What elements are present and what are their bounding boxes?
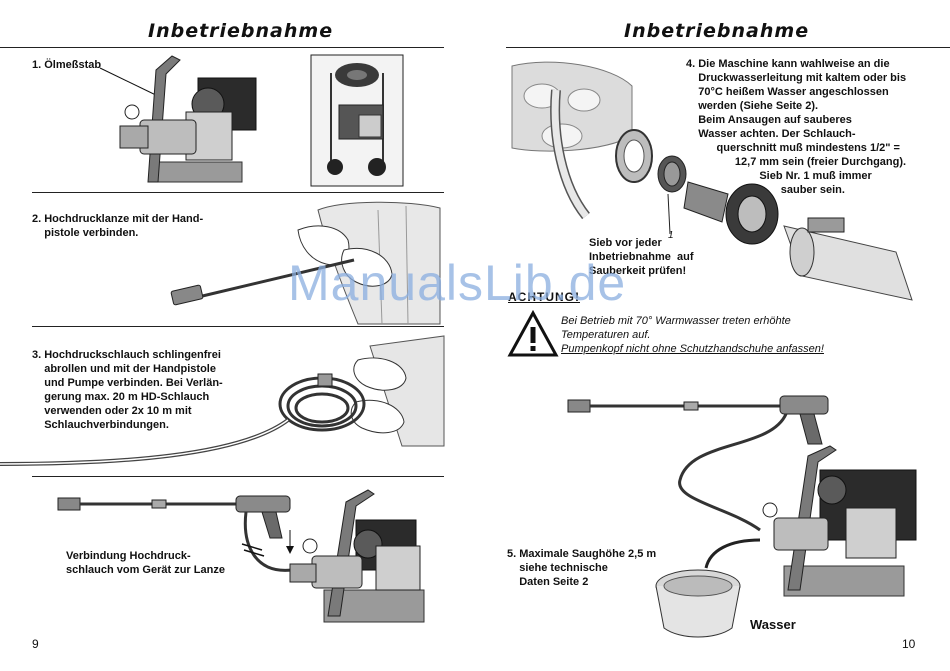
water-label: Wasser [750,617,796,632]
step1-pump-illustration [99,55,257,183]
warning-line-2: Temperaturen auf. [561,329,651,341]
connection-caption: Verbindung Hochdruck- schlauch vom Gerät… [66,550,225,576]
step1-label: 1. Ölmeßstab [32,59,102,71]
step3-rule [32,476,444,477]
sieve-number: 1 [668,230,674,241]
right-page-heading: Inbetriebnahme [624,20,810,42]
step5-text: 5. Maximale Saughöhe 2,5 m siehe technis… [507,548,657,588]
lance-pistol-illustration [170,201,441,325]
achtung-label: ACHTUNG! [508,290,580,304]
warning-line-1: Bei Betrieb mit 70° Warmwasser treten er… [561,315,791,327]
step2-rule [32,326,444,327]
right-page-number: 10 [902,637,916,651]
warning-triangle-icon [507,309,559,357]
step1-rule [32,192,444,193]
trolley-machine-photo [310,54,404,187]
step3-text: 3. Hochdruckschlauch schlingenfrei abrol… [32,349,223,431]
warning-line-3: Pumpenkopf nicht ohne Schutzhandschuhe a… [561,343,824,355]
suction-setup-illustration [567,395,917,638]
hose-connection-illustration [57,489,425,623]
left-heading-rule [0,47,444,48]
left-page-heading: Inbetriebnahme [148,20,334,42]
step2-text: 2. Hochdrucklanze mit der Hand- pistole … [32,213,204,239]
watermark-text: ManualsLib.de [288,255,627,311]
right-heading-rule [506,47,950,48]
water-connection-illustration [511,61,913,301]
left-page-number: 9 [32,637,39,651]
step4-text: 4. Die Maschine kann wahlweise an die Dr… [686,58,907,196]
sieve-callout: Sieb vor jeder Inbetriebnahme auf Sauber… [589,237,694,277]
hose-coil-illustration [0,335,445,466]
